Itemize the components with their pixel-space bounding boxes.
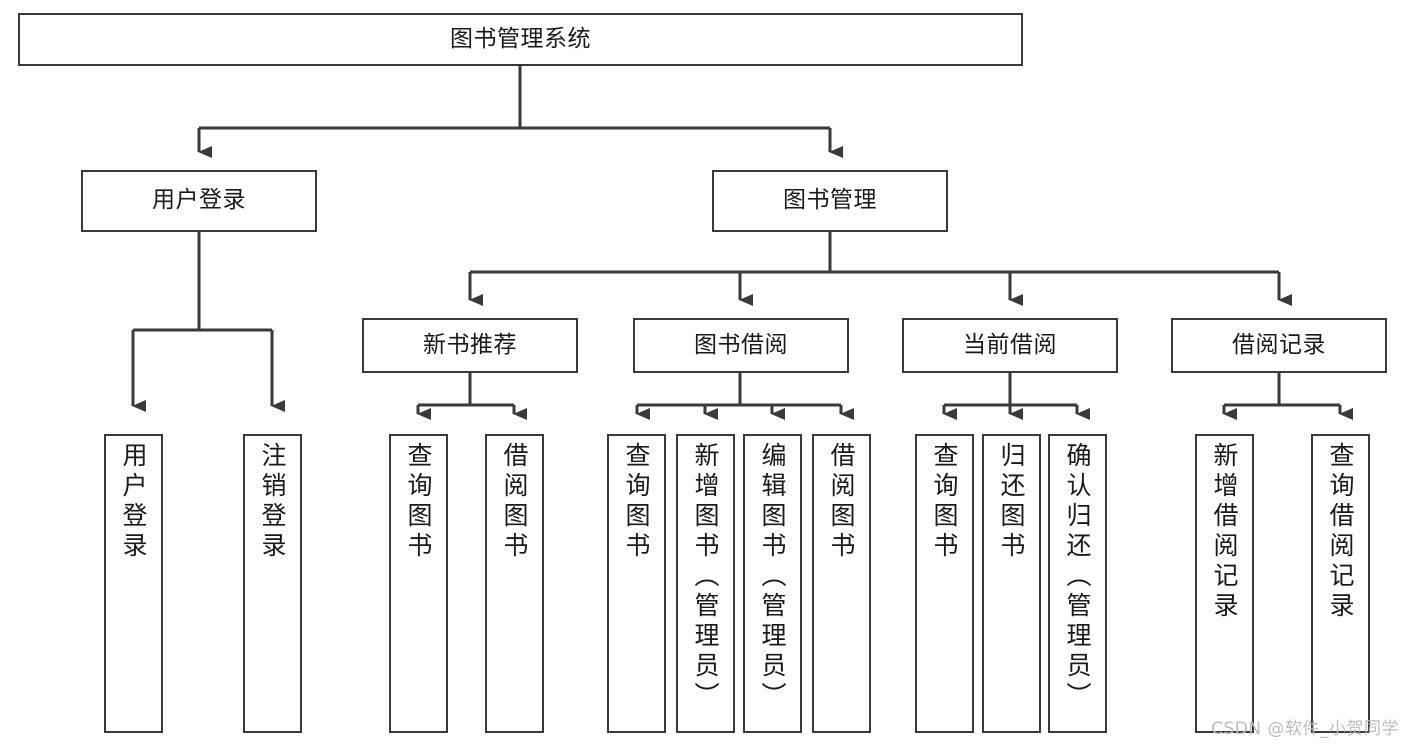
node-label: 图书借阅 xyxy=(694,331,788,358)
node-label: 编辑图书（管理员） xyxy=(758,442,787,712)
node-label: 查询图书 xyxy=(404,442,433,562)
node-book-management[interactable]: 图书管理 xyxy=(712,170,948,232)
node-label: 新书推荐 xyxy=(423,331,517,358)
leaf-return-book[interactable]: 归还图书 xyxy=(982,434,1041,733)
leaf-logout[interactable]: 注销登录 xyxy=(243,434,302,733)
node-label: 当前借阅 xyxy=(963,331,1057,358)
node-label: 确认归还（管理员） xyxy=(1063,442,1092,712)
node-label: 新增借阅记录 xyxy=(1210,442,1239,622)
leaf-borrow-book-new[interactable]: 借阅图书 xyxy=(485,434,544,733)
leaf-borrow-book[interactable]: 借阅图书 xyxy=(812,434,871,733)
leaf-user-login[interactable]: 用户登录 xyxy=(104,434,163,733)
leaf-query-borrow-record[interactable]: 查询借阅记录 xyxy=(1311,434,1370,733)
node-label: 用户登录 xyxy=(119,442,148,562)
node-borrow-record[interactable]: 借阅记录 xyxy=(1171,318,1387,373)
node-label: 注销登录 xyxy=(258,442,287,562)
leaf-query-book-current[interactable]: 查询图书 xyxy=(915,434,974,733)
leaf-query-book-borrow[interactable]: 查询图书 xyxy=(607,434,666,733)
node-label: 查询借阅记录 xyxy=(1326,442,1355,622)
node-label: 查询图书 xyxy=(622,442,651,562)
leaf-confirm-return-admin[interactable]: 确认归还（管理员） xyxy=(1048,434,1107,733)
csdn-watermark: CSDN @软件_小贺同学 xyxy=(1211,719,1399,739)
node-label: 查询图书 xyxy=(930,442,959,562)
node-label: 借阅图书 xyxy=(827,442,856,562)
leaf-query-book-new[interactable]: 查询图书 xyxy=(389,434,448,733)
node-label: 归还图书 xyxy=(997,442,1026,562)
leaf-add-book-admin[interactable]: 新增图书（管理员） xyxy=(676,434,735,733)
node-label: 借阅图书 xyxy=(500,442,529,562)
node-label: 图书管理 xyxy=(783,187,877,214)
node-book-borrow[interactable]: 图书借阅 xyxy=(633,318,849,373)
node-label: 新增图书（管理员） xyxy=(691,442,720,712)
node-label: 用户登录 xyxy=(152,187,246,214)
node-label: 借阅记录 xyxy=(1232,331,1326,358)
node-root[interactable]: 图书管理系统 xyxy=(18,13,1023,66)
node-new-book-recommend[interactable]: 新书推荐 xyxy=(362,318,578,373)
node-current-borrow[interactable]: 当前借阅 xyxy=(902,318,1118,373)
node-user-login[interactable]: 用户登录 xyxy=(81,170,317,232)
node-label: 图书管理系统 xyxy=(450,25,591,52)
leaf-edit-book-admin[interactable]: 编辑图书（管理员） xyxy=(743,434,802,733)
leaf-add-borrow-record[interactable]: 新增借阅记录 xyxy=(1195,434,1254,733)
